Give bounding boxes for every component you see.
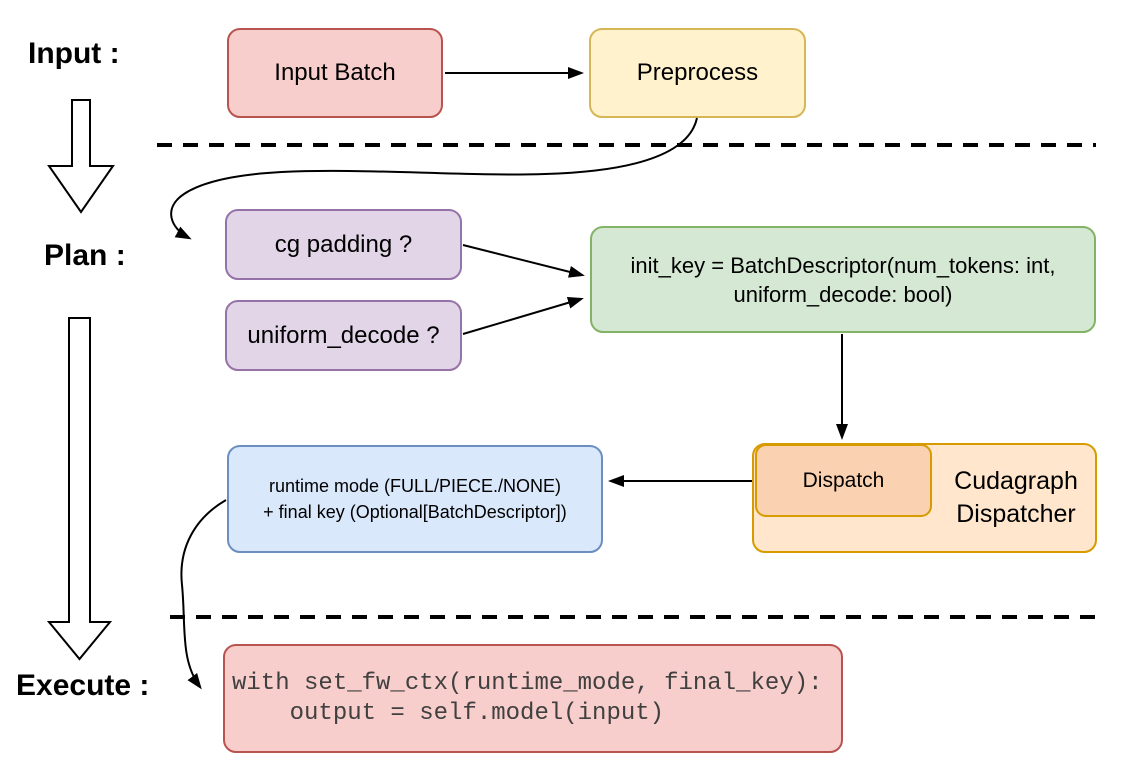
input-batch-label: Input Batch — [274, 59, 396, 86]
input-to-plan-arrow-icon — [47, 99, 115, 214]
cg-padding-label: cg padding ? — [274, 230, 413, 258]
input-batch-node: Input Batch — [227, 28, 443, 118]
cudagraph-dispatcher-label: Cudagraph Dispatcher — [937, 445, 1095, 551]
section-label-plan: Plan : — [44, 239, 126, 272]
cudagraph-dispatcher-line2: Dispatcher — [956, 500, 1076, 528]
init-key-line1: init_key = BatchDescriptor(num_tokens: i… — [630, 252, 1056, 278]
connector-uniformdecode-initkey — [462, 296, 584, 335]
uniform-decode-node: uniform_decode ? — [225, 300, 462, 371]
cg-padding-node: cg padding ? — [225, 209, 462, 280]
runtime-mode-line2: + final key (Optional[BatchDescriptor]) — [263, 502, 567, 522]
runtime-mode-node: runtime mode (FULL/PIECE./NONE) + final … — [227, 445, 603, 553]
runtime-mode-line1: runtime mode (FULL/PIECE./NONE) — [268, 476, 562, 496]
section-label-input: Input : — [28, 37, 120, 70]
connector-runtimemode-executecode — [180, 499, 227, 690]
uniform-decode-label: uniform_decode ? — [247, 321, 440, 349]
section-label-execute: Execute : — [16, 669, 150, 702]
cudagraph-dispatcher-line1: Cudagraph — [954, 467, 1078, 495]
dispatch-label: Dispatch — [802, 468, 885, 492]
preprocess-label: Preprocess — [636, 59, 759, 86]
execute-code-node: with set_fw_ctx(runtime_mode, final_key)… — [223, 644, 843, 753]
plan-to-execute-arrow-icon — [46, 317, 113, 661]
init-key-line2: uniform_decode: bool) — [733, 281, 953, 307]
init-key-node: init_key = BatchDescriptor(num_tokens: i… — [590, 226, 1096, 333]
execute-code-line2: output = self.model(input) — [232, 699, 665, 727]
execute-code-line1: with set_fw_ctx(runtime_mode, final_key)… — [232, 669, 823, 697]
preprocess-node: Preprocess — [589, 28, 806, 118]
dispatch-node: Dispatch — [755, 444, 932, 517]
connector-cgpadding-initkey — [462, 244, 585, 278]
